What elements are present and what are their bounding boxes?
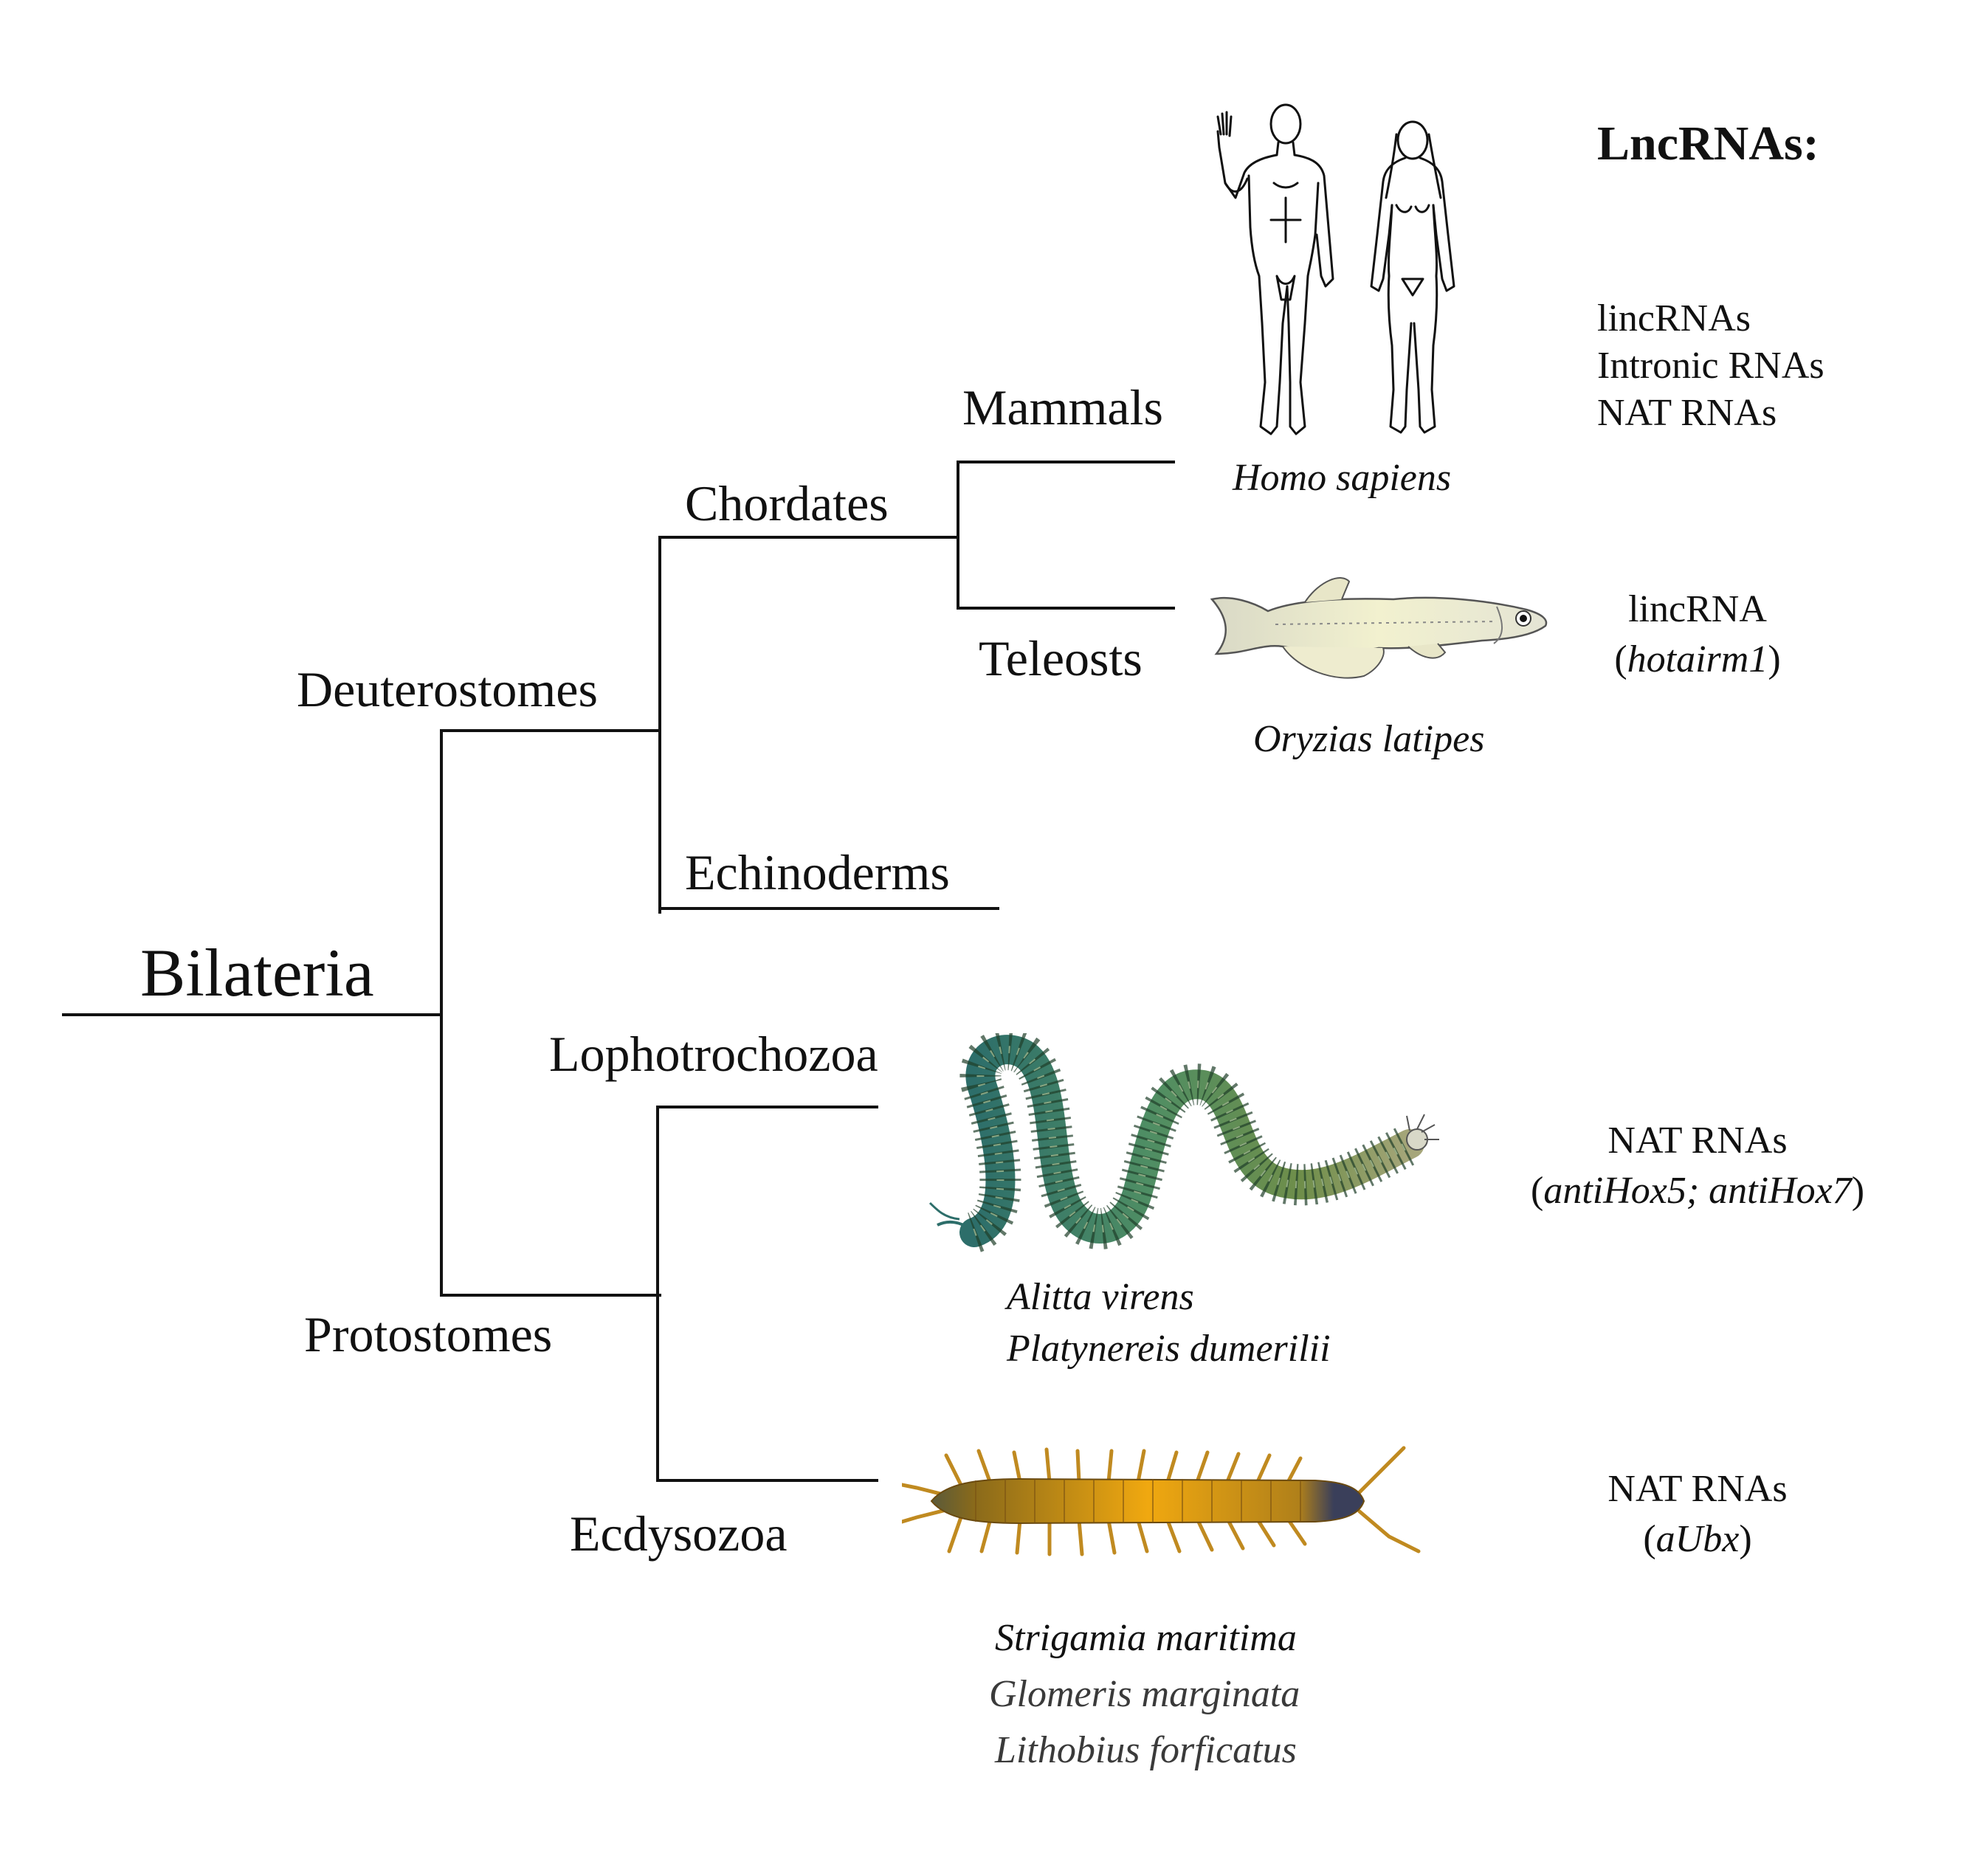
medaka-fish-illustration [1210,577,1548,679]
bilateria-label: Bilateria [140,935,374,1010]
species-glomeris-marginata: Glomeris marginata [989,1673,1300,1715]
paren-open: ( [1614,638,1627,680]
rna-annelid-gene: antiHox5; antiHox7 [1543,1170,1852,1212]
mammals-label: Mammals [962,379,1163,435]
nereid-worm-illustration [928,1033,1439,1252]
lophotrochozoa-label: Lophotrochozoa [549,1026,878,1082]
rna-mammal-intronic: Intronic RNAs [1597,345,1824,387]
paren-open: ( [1643,1518,1656,1560]
rna-mammal-lincrnas: lincRNAs [1597,297,1751,339]
rna-arthropod-type: NAT RNAs [1607,1468,1788,1510]
rna-teleost-type: lincRNA [1628,588,1767,630]
rna-arthropod-gene: aUbx [1655,1518,1740,1560]
protostomes-label: Protostomes [304,1306,553,1362]
deuterostomes-label: Deuterostomes [297,661,598,717]
paren-close: ) [1768,638,1781,680]
species-oryzias-latipes: Oryzias latipes [1253,718,1485,760]
rna-teleost-gene: hotairm1 [1627,638,1768,680]
rna-teleost-gene-line: (hotairm1) [1579,641,1816,679]
species-platynereis-dumerilii: Platynereis dumerilii [1007,1328,1331,1370]
species-alitta-virens: Alitta virens [1007,1276,1194,1318]
lncrnas-heading: LncRNAs: [1597,117,1819,170]
human-figures-illustration [1216,103,1455,435]
rna-arthropod-gene-line: (aUbx) [1520,1520,1875,1559]
paren-open: ( [1530,1170,1544,1212]
species-lithobius-forficatus: Lithobius forficatus [995,1729,1297,1771]
echinoderms-label: Echinoderms [685,844,950,900]
rna-mammal-nat: NAT RNAs [1597,392,1777,434]
chordates-label: Chordates [685,475,889,531]
species-strigamia-maritima: Strigamia maritima [995,1617,1297,1659]
paren-close: ) [1739,1518,1752,1560]
centipede-illustration [902,1446,1421,1556]
ecdysozoa-label: Ecdysozoa [570,1506,788,1562]
rna-annelid-type: NAT RNAs [1607,1120,1788,1162]
rna-annelid-gene-line: (antiHox5; antiHox7) [1491,1172,1904,1210]
teleosts-label: Teleosts [979,630,1143,686]
species-homo-sapiens: Homo sapiens [1233,457,1452,499]
paren-close: ) [1851,1170,1865,1212]
